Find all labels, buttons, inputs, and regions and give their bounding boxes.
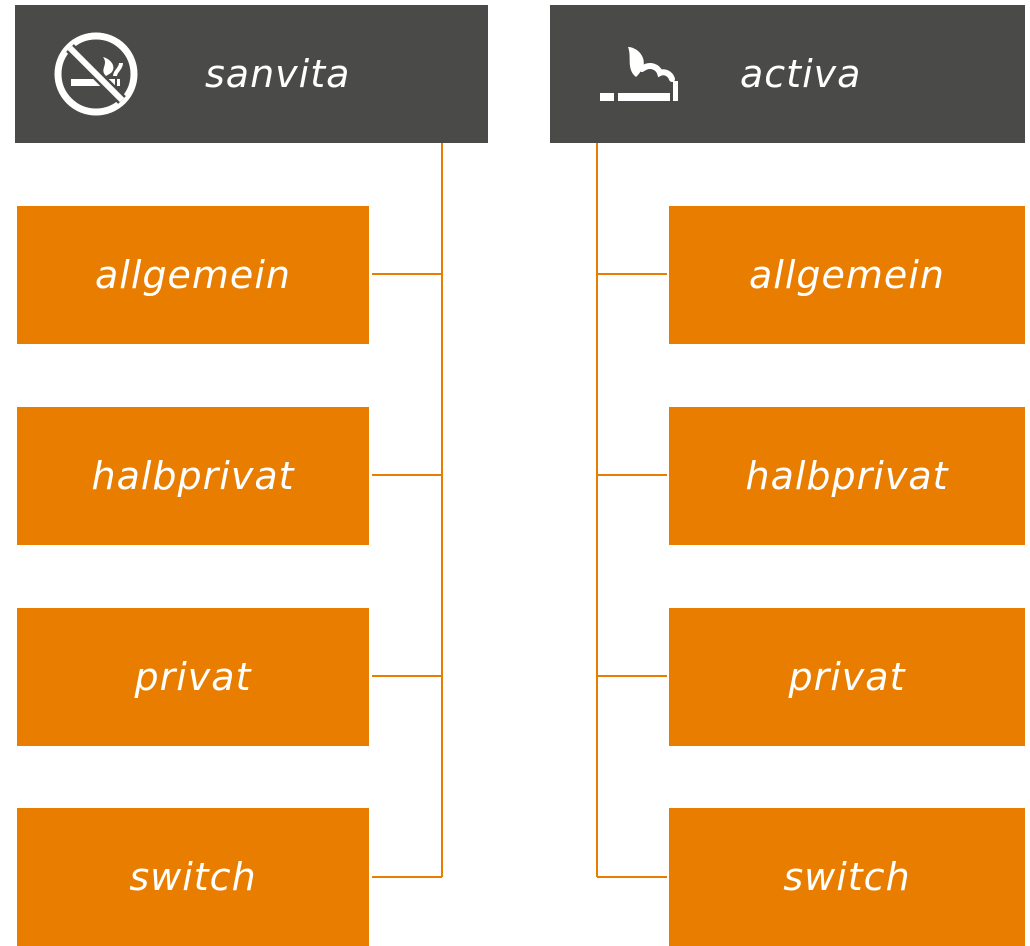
option-box[interactable]: switch xyxy=(17,808,369,946)
smoking-icon xyxy=(596,35,686,113)
option-box[interactable]: switch xyxy=(669,808,1025,946)
option-box[interactable]: allgemein xyxy=(17,206,369,344)
no-smoking-icon xyxy=(51,32,141,116)
column-title: sanvita xyxy=(205,52,351,96)
option-box[interactable]: allgemein xyxy=(669,206,1025,344)
column-title: activa xyxy=(740,52,862,96)
option-box[interactable]: privat xyxy=(17,608,369,746)
option-box[interactable]: halbprivat xyxy=(669,407,1025,545)
header-sanvita[interactable]: sanvita xyxy=(15,5,488,143)
option-box[interactable]: halbprivat xyxy=(17,407,369,545)
header-activa[interactable]: activa xyxy=(550,5,1025,143)
option-box[interactable]: privat xyxy=(669,608,1025,746)
